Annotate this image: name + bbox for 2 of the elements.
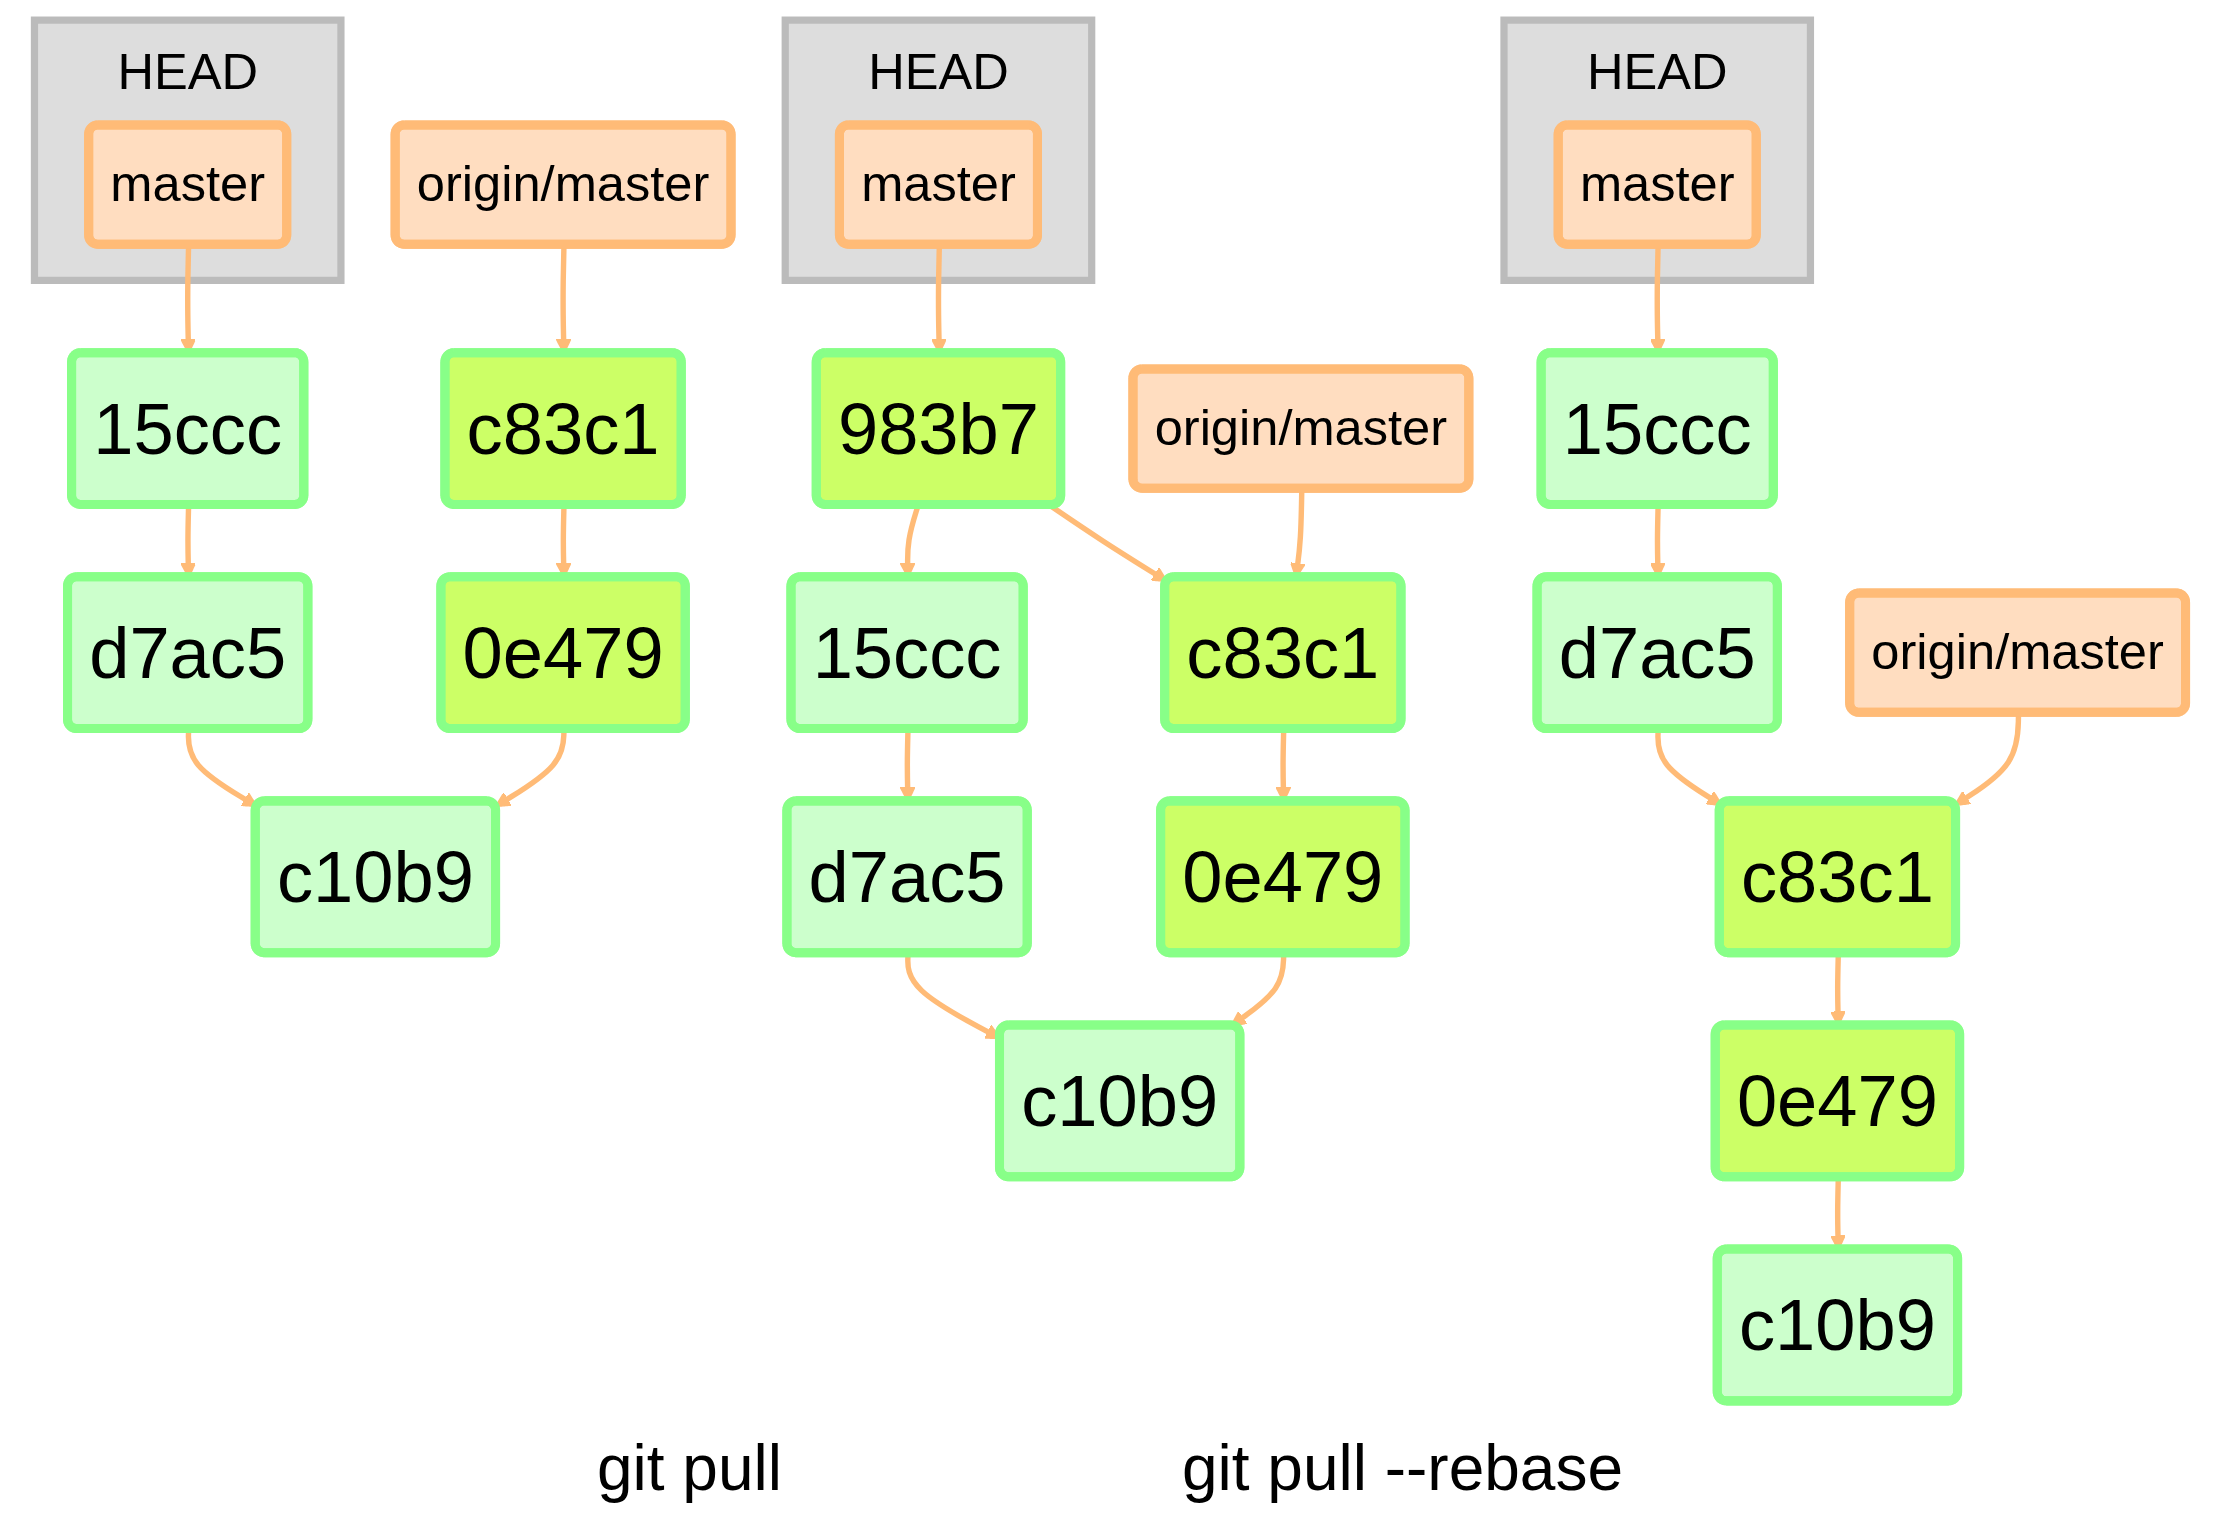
caption-text: git pull --rebase [1181, 1431, 1624, 1505]
caption-text: git pull [596, 1431, 782, 1505]
